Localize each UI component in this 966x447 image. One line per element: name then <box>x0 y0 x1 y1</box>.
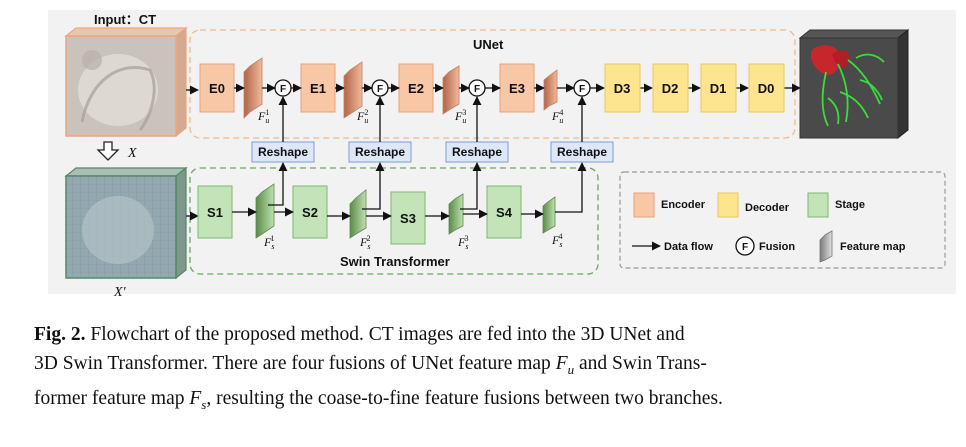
caption-line-2b: and Swin Trans- <box>578 353 707 374</box>
svg-text:D1: D1 <box>710 81 727 96</box>
encoder-block-e2: E2 <box>398 63 434 113</box>
fu-label-1: Fu1 <box>257 108 269 125</box>
decoder-block-d1: D1 <box>700 63 737 113</box>
svg-text:Stage: Stage <box>835 199 865 211</box>
svg-text:F: F <box>280 84 286 95</box>
legend-stage: Stage <box>807 192 865 218</box>
swin-label: Swin Transformer <box>340 254 450 269</box>
unet-feature-map-1 <box>243 57 263 119</box>
caption-line-1: Flowchart of the proposed method. CT ima… <box>90 324 685 345</box>
caption-fu-symbol: Fu <box>555 353 575 377</box>
swin-feature-map-4 <box>542 196 556 234</box>
decoder-block-d0: D0 <box>748 63 785 113</box>
encoder-block-e3: E3 <box>499 63 535 113</box>
svg-text:F: F <box>474 84 480 95</box>
svg-text:F: F <box>377 84 383 95</box>
caption-line-3: former feature map <box>34 387 185 409</box>
ct-input-cube <box>64 26 188 138</box>
decoder-block-d3: D3 <box>604 63 641 113</box>
patched-input-cube <box>64 166 188 280</box>
stage-block-s3: S3 <box>390 191 426 245</box>
legend-fusion: F Fusion <box>735 236 795 256</box>
svg-text:Encoder: Encoder <box>661 199 706 211</box>
xprime-label: X' <box>113 285 127 300</box>
unet-label: UNet <box>473 37 504 52</box>
fs-label-3: Fs3 <box>457 234 468 251</box>
svg-text:Fusion: Fusion <box>759 241 795 253</box>
stage-block-s1: S1 <box>197 185 233 239</box>
svg-text:S3: S3 <box>400 211 416 226</box>
svg-text:E0: E0 <box>209 81 225 96</box>
fs-label-4: Fs4 <box>551 232 562 249</box>
stage-block-s4: S4 <box>486 185 522 239</box>
fusion-node-4: F <box>573 79 591 97</box>
fs-label-2: Fs2 <box>359 234 370 251</box>
reshape-box-3: Reshape <box>445 141 509 163</box>
reshape-box-4: Reshape <box>550 141 614 163</box>
swin-data-flow <box>232 207 544 221</box>
fu-label-4: Fu4 <box>551 108 563 125</box>
decoder-block-d2: D2 <box>652 63 689 113</box>
figure-caption: Fig. 2. Flowchart of the proposed method… <box>34 320 944 419</box>
legend-encoder: Encoder <box>633 192 706 218</box>
unet-feature-map-2 <box>343 61 363 119</box>
svg-text:S1: S1 <box>207 205 223 220</box>
svg-text:S2: S2 <box>302 205 318 220</box>
svg-text:Feature map: Feature map <box>840 241 906 253</box>
unet-feature-map-4 <box>543 69 558 111</box>
reshape-box-2: Reshape <box>348 141 412 163</box>
fs-label-1: Fs1 <box>263 234 274 251</box>
legend-decoder: Decoder <box>717 192 790 218</box>
flowchart-figure: Input：CT UNet Swin Transformer X X' E0 E… <box>48 10 956 300</box>
svg-text:E1: E1 <box>310 81 326 96</box>
output-segmentation-cube <box>798 28 910 140</box>
svg-text:Reshape: Reshape <box>452 145 502 159</box>
legend-data-flow: Data flow <box>632 241 713 253</box>
encoder-block-e1: E1 <box>300 63 336 113</box>
svg-text:F: F <box>579 84 585 95</box>
fusion-node-2: F <box>371 79 389 97</box>
svg-text:D3: D3 <box>614 81 631 96</box>
x-label: X <box>127 146 137 161</box>
transform-arrow-icon <box>96 141 120 161</box>
encoder-block-e0: E0 <box>199 63 235 113</box>
svg-text:S4: S4 <box>496 205 513 220</box>
svg-text:D2: D2 <box>662 81 679 96</box>
caption-line-3b: , resulting the coase-to-fine feature fu… <box>206 387 723 409</box>
svg-text:E2: E2 <box>408 81 424 96</box>
caption-fs-symbol: Fs <box>189 387 207 412</box>
svg-text:Data flow: Data flow <box>664 241 713 253</box>
swin-group <box>189 167 599 275</box>
caption-label: Fig. 2. <box>34 324 86 345</box>
swin-to-reshape-arrows <box>268 162 587 213</box>
feature-map-icon <box>819 230 833 263</box>
legend-feature-map: Feature map <box>819 230 906 263</box>
svg-text:Reshape: Reshape <box>557 145 607 159</box>
svg-text:Reshape: Reshape <box>355 145 405 159</box>
unet-feature-map-3 <box>442 65 460 115</box>
legend-group <box>619 171 946 269</box>
swin-feature-map-3 <box>448 193 464 235</box>
fusion-icon <box>735 236 755 256</box>
fu-label-3: Fu3 <box>454 108 466 125</box>
reshape-to-fusion-arrows <box>278 96 587 142</box>
svg-text:E3: E3 <box>509 81 525 96</box>
fusion-node-1: F <box>274 79 292 97</box>
stage-block-s2: S2 <box>292 185 328 239</box>
fusion-node-3: F <box>468 79 486 97</box>
svg-text:Decoder: Decoder <box>745 202 790 214</box>
svg-text:F: F <box>742 242 748 253</box>
input-label: Input：CT <box>94 12 156 27</box>
fu-label-2: Fu2 <box>356 108 368 125</box>
svg-text:D0: D0 <box>758 81 775 96</box>
caption-line-2: 3D Swin Transformer. There are four fusi… <box>34 353 551 374</box>
svg-text:Reshape: Reshape <box>258 145 308 159</box>
swin-feature-map-2 <box>349 189 367 239</box>
reshape-box-1: Reshape <box>251 141 315 163</box>
swin-feature-map-1 <box>255 183 275 239</box>
